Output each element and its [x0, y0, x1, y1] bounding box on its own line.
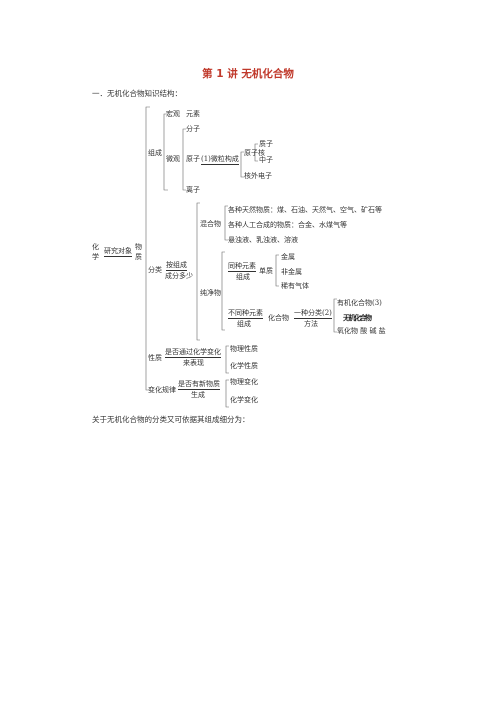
- root-char-top: 化: [92, 243, 99, 251]
- change-law-label: 变化规律: [148, 386, 176, 394]
- section-heading: 一．无机化合物知识结构：: [92, 89, 182, 98]
- atom-note: (1)微粒构成: [201, 155, 239, 165]
- by-composition-line2: 成分多少: [165, 272, 193, 280]
- root-char-bottom: 学: [92, 253, 99, 261]
- chem-change-line2: 来表现: [183, 359, 204, 367]
- chemical-change-label: 化学变化: [230, 396, 258, 404]
- page-title: 第 1 讲 无机化合物: [202, 68, 294, 80]
- mixture-item-natural: 各种天然物质：煤、石油、天然气、空气、矿石等: [228, 206, 382, 214]
- chemical-property-label: 化学性质: [230, 362, 258, 370]
- new-substance-line2: 生成: [191, 391, 205, 399]
- proton-label: 质子: [259, 140, 273, 148]
- neutron-label: 中子: [259, 156, 273, 164]
- matter-char-top: 物: [135, 243, 142, 251]
- by-composition-line1: 按组成: [166, 261, 187, 271]
- simple-substance-label: 单质: [259, 267, 273, 275]
- matter-char-bottom: 质: [135, 253, 142, 261]
- organic-compound-label: 有机化合物(3): [337, 299, 382, 307]
- composition-label: 组成: [148, 149, 162, 157]
- method-label: 方法: [304, 320, 318, 328]
- pure-substance-label: 纯净物: [200, 289, 221, 297]
- inorganic-classes-label: 氧化物 酸 碱 盐: [337, 327, 386, 335]
- nonmetal-label: 非金属: [281, 268, 302, 276]
- micro-label: 微观: [166, 155, 180, 163]
- same-element-line2: 组成: [236, 273, 250, 281]
- mixture-item-synthetic: 各种人工合成的物质：合金、水煤气等: [228, 221, 347, 229]
- electron-label: 核外电子: [244, 172, 272, 180]
- physical-change-label: 物理变化: [230, 378, 258, 386]
- new-substance-line1: 是否有新物质: [178, 380, 220, 390]
- macro-label: 宏观: [166, 110, 180, 118]
- element-label: 元素: [186, 110, 200, 118]
- inorganic-garbled-label: 无机化合物: [343, 313, 372, 322]
- physical-property-label: 物理性质: [230, 345, 258, 353]
- nucleus-label: 原子核: [244, 149, 265, 157]
- atom-label: 原子: [186, 155, 200, 163]
- noble-gas-label: 稀有气体: [281, 282, 309, 290]
- mixture-item-solutions: 悬浊液、乳浊液、溶液: [228, 236, 298, 244]
- research-object-label: 研究对象: [104, 247, 132, 257]
- property-label: 性质: [148, 354, 162, 362]
- diff-element-line1: 不同种元素: [228, 309, 263, 319]
- metal-label: 金属: [281, 253, 295, 261]
- mixture-label: 混合物: [200, 220, 221, 228]
- classification-label: 分类: [148, 266, 162, 274]
- diff-element-line2: 组成: [237, 320, 251, 328]
- molecule-label: 分子: [186, 125, 200, 133]
- chem-change-line1: 是否通过化学变化: [165, 348, 221, 358]
- one-class-label: 一种分类(2): [294, 309, 332, 319]
- ion-label: 离子: [186, 186, 200, 194]
- footer-paragraph: 关于无机化合物的分类又可依据其组成细分为：: [92, 415, 250, 424]
- compound-label: 化合物: [268, 314, 289, 322]
- same-element-line1: 同种元素: [228, 262, 256, 272]
